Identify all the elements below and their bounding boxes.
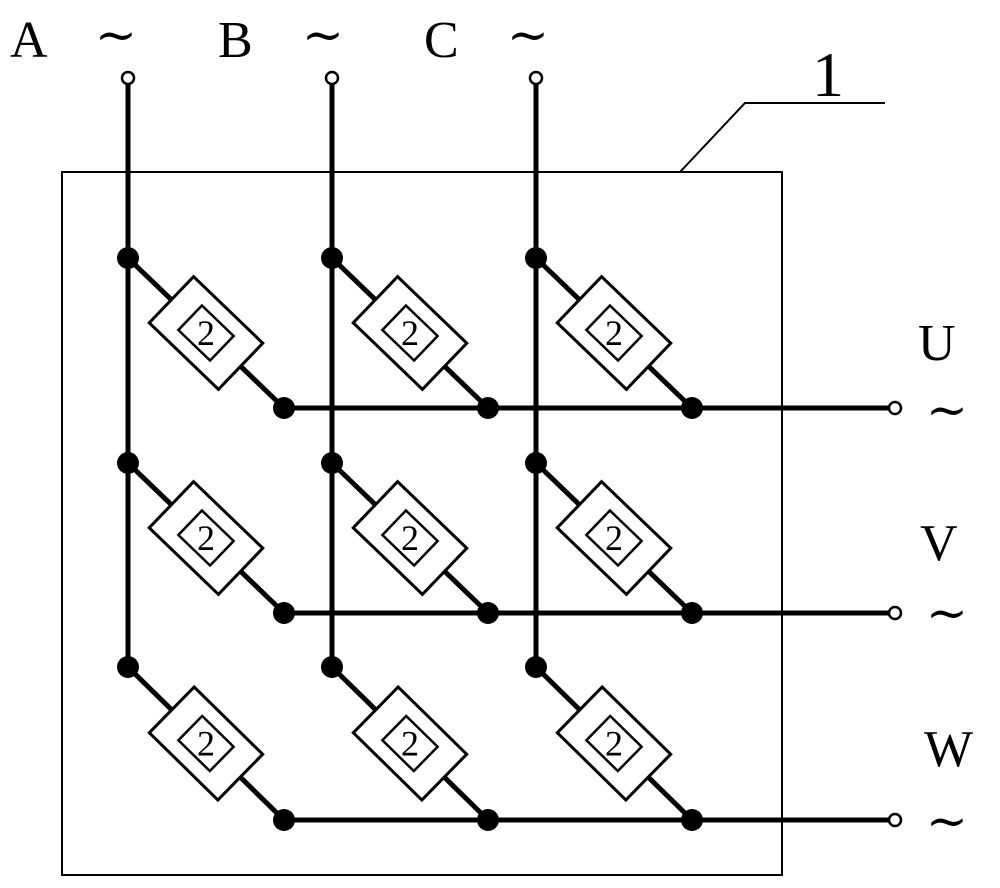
switch-ref-label: 2 [605, 724, 623, 764]
junction-dot [477, 602, 499, 624]
input-terminal-c[interactable] [528, 70, 544, 86]
output-label-u: U [918, 315, 956, 372]
input-tilde-c: ~ [507, 6, 549, 64]
output-tilde-u: ~ [926, 381, 968, 439]
junction-dot [681, 397, 703, 419]
input-tilde-a: ~ [95, 6, 137, 64]
junction-dot [681, 602, 703, 624]
switch-a-u[interactable]: 2 [147, 274, 265, 392]
switch-c-w[interactable]: 2 [555, 684, 673, 803]
junction-dot [525, 656, 547, 678]
junction-dot [117, 452, 139, 474]
junction-dot [273, 602, 295, 624]
switch-ref-label: 2 [401, 724, 419, 764]
input-label-b: B [218, 12, 253, 69]
switch-c-v[interactable]: 2 [555, 479, 673, 597]
module-enclosure [61, 171, 783, 876]
switch-layer: 2 2 2 2 2 2 2 2 2 [147, 274, 673, 803]
switch-body [351, 274, 469, 392]
switch-ref-label: 2 [401, 518, 419, 558]
output-tilde-v: ~ [926, 584, 968, 642]
output-terminal-u[interactable] [887, 400, 903, 416]
switch-ref-label: 2 [605, 518, 623, 558]
output-terminal-v[interactable] [887, 605, 903, 621]
output-terminal-w[interactable] [887, 812, 903, 828]
junction-dot [273, 809, 295, 831]
switch-body [147, 684, 265, 803]
switch-body [147, 479, 265, 597]
junction-dot [525, 247, 547, 269]
input-label-c: C [424, 12, 459, 69]
switch-body [555, 274, 673, 392]
switch-inner-box [584, 714, 644, 773]
switch-ref-label: 2 [197, 518, 215, 558]
input-tilde-b: ~ [302, 6, 344, 64]
switch-a-w[interactable]: 2 [147, 684, 265, 803]
node-layer [117, 70, 903, 831]
switch-c-u[interactable]: 2 [555, 274, 673, 392]
switch-b-v[interactable]: 2 [351, 479, 469, 597]
switch-body [351, 684, 469, 803]
switch-b-w[interactable]: 2 [351, 684, 469, 803]
switch-ref-label: 2 [197, 724, 215, 764]
switch-ref-label: 2 [197, 313, 215, 353]
junction-dot [273, 397, 295, 419]
switch-inner-box [176, 303, 236, 363]
switch-b-u[interactable]: 2 [351, 274, 469, 392]
switch-inner-box [584, 303, 644, 363]
switch-body [555, 684, 673, 803]
input-terminal-b[interactable] [324, 70, 340, 86]
junction-dot [117, 656, 139, 678]
junction-dot [477, 809, 499, 831]
switch-inner-box [380, 303, 440, 363]
module-leader-line [679, 102, 885, 173]
input-terminal-a[interactable] [120, 70, 136, 86]
switch-inner-box [176, 508, 236, 568]
junction-dot [477, 397, 499, 419]
switch-inner-box [380, 714, 440, 773]
junction-dot [525, 452, 547, 474]
output-label-v: V [920, 515, 958, 572]
junction-dot [321, 247, 343, 269]
switch-inner-box [380, 508, 440, 568]
switch-body [555, 479, 673, 597]
switch-inner-box [584, 508, 644, 568]
switch-body [351, 479, 469, 597]
switch-inner-box [176, 714, 236, 773]
switch-body [147, 274, 265, 392]
switch-ref-label: 2 [401, 313, 419, 353]
output-tilde-w: ~ [926, 792, 968, 850]
output-label-w: W [924, 721, 973, 778]
wire-layer [125, 82, 891, 823]
input-label-a: A [10, 12, 48, 69]
junction-dot [321, 656, 343, 678]
switch-a-v[interactable]: 2 [147, 479, 265, 597]
junction-dot [117, 247, 139, 269]
switch-ref-label: 2 [605, 313, 623, 353]
junction-dot [321, 452, 343, 474]
module-ref-label: 1 [812, 39, 844, 110]
junction-dot [681, 809, 703, 831]
